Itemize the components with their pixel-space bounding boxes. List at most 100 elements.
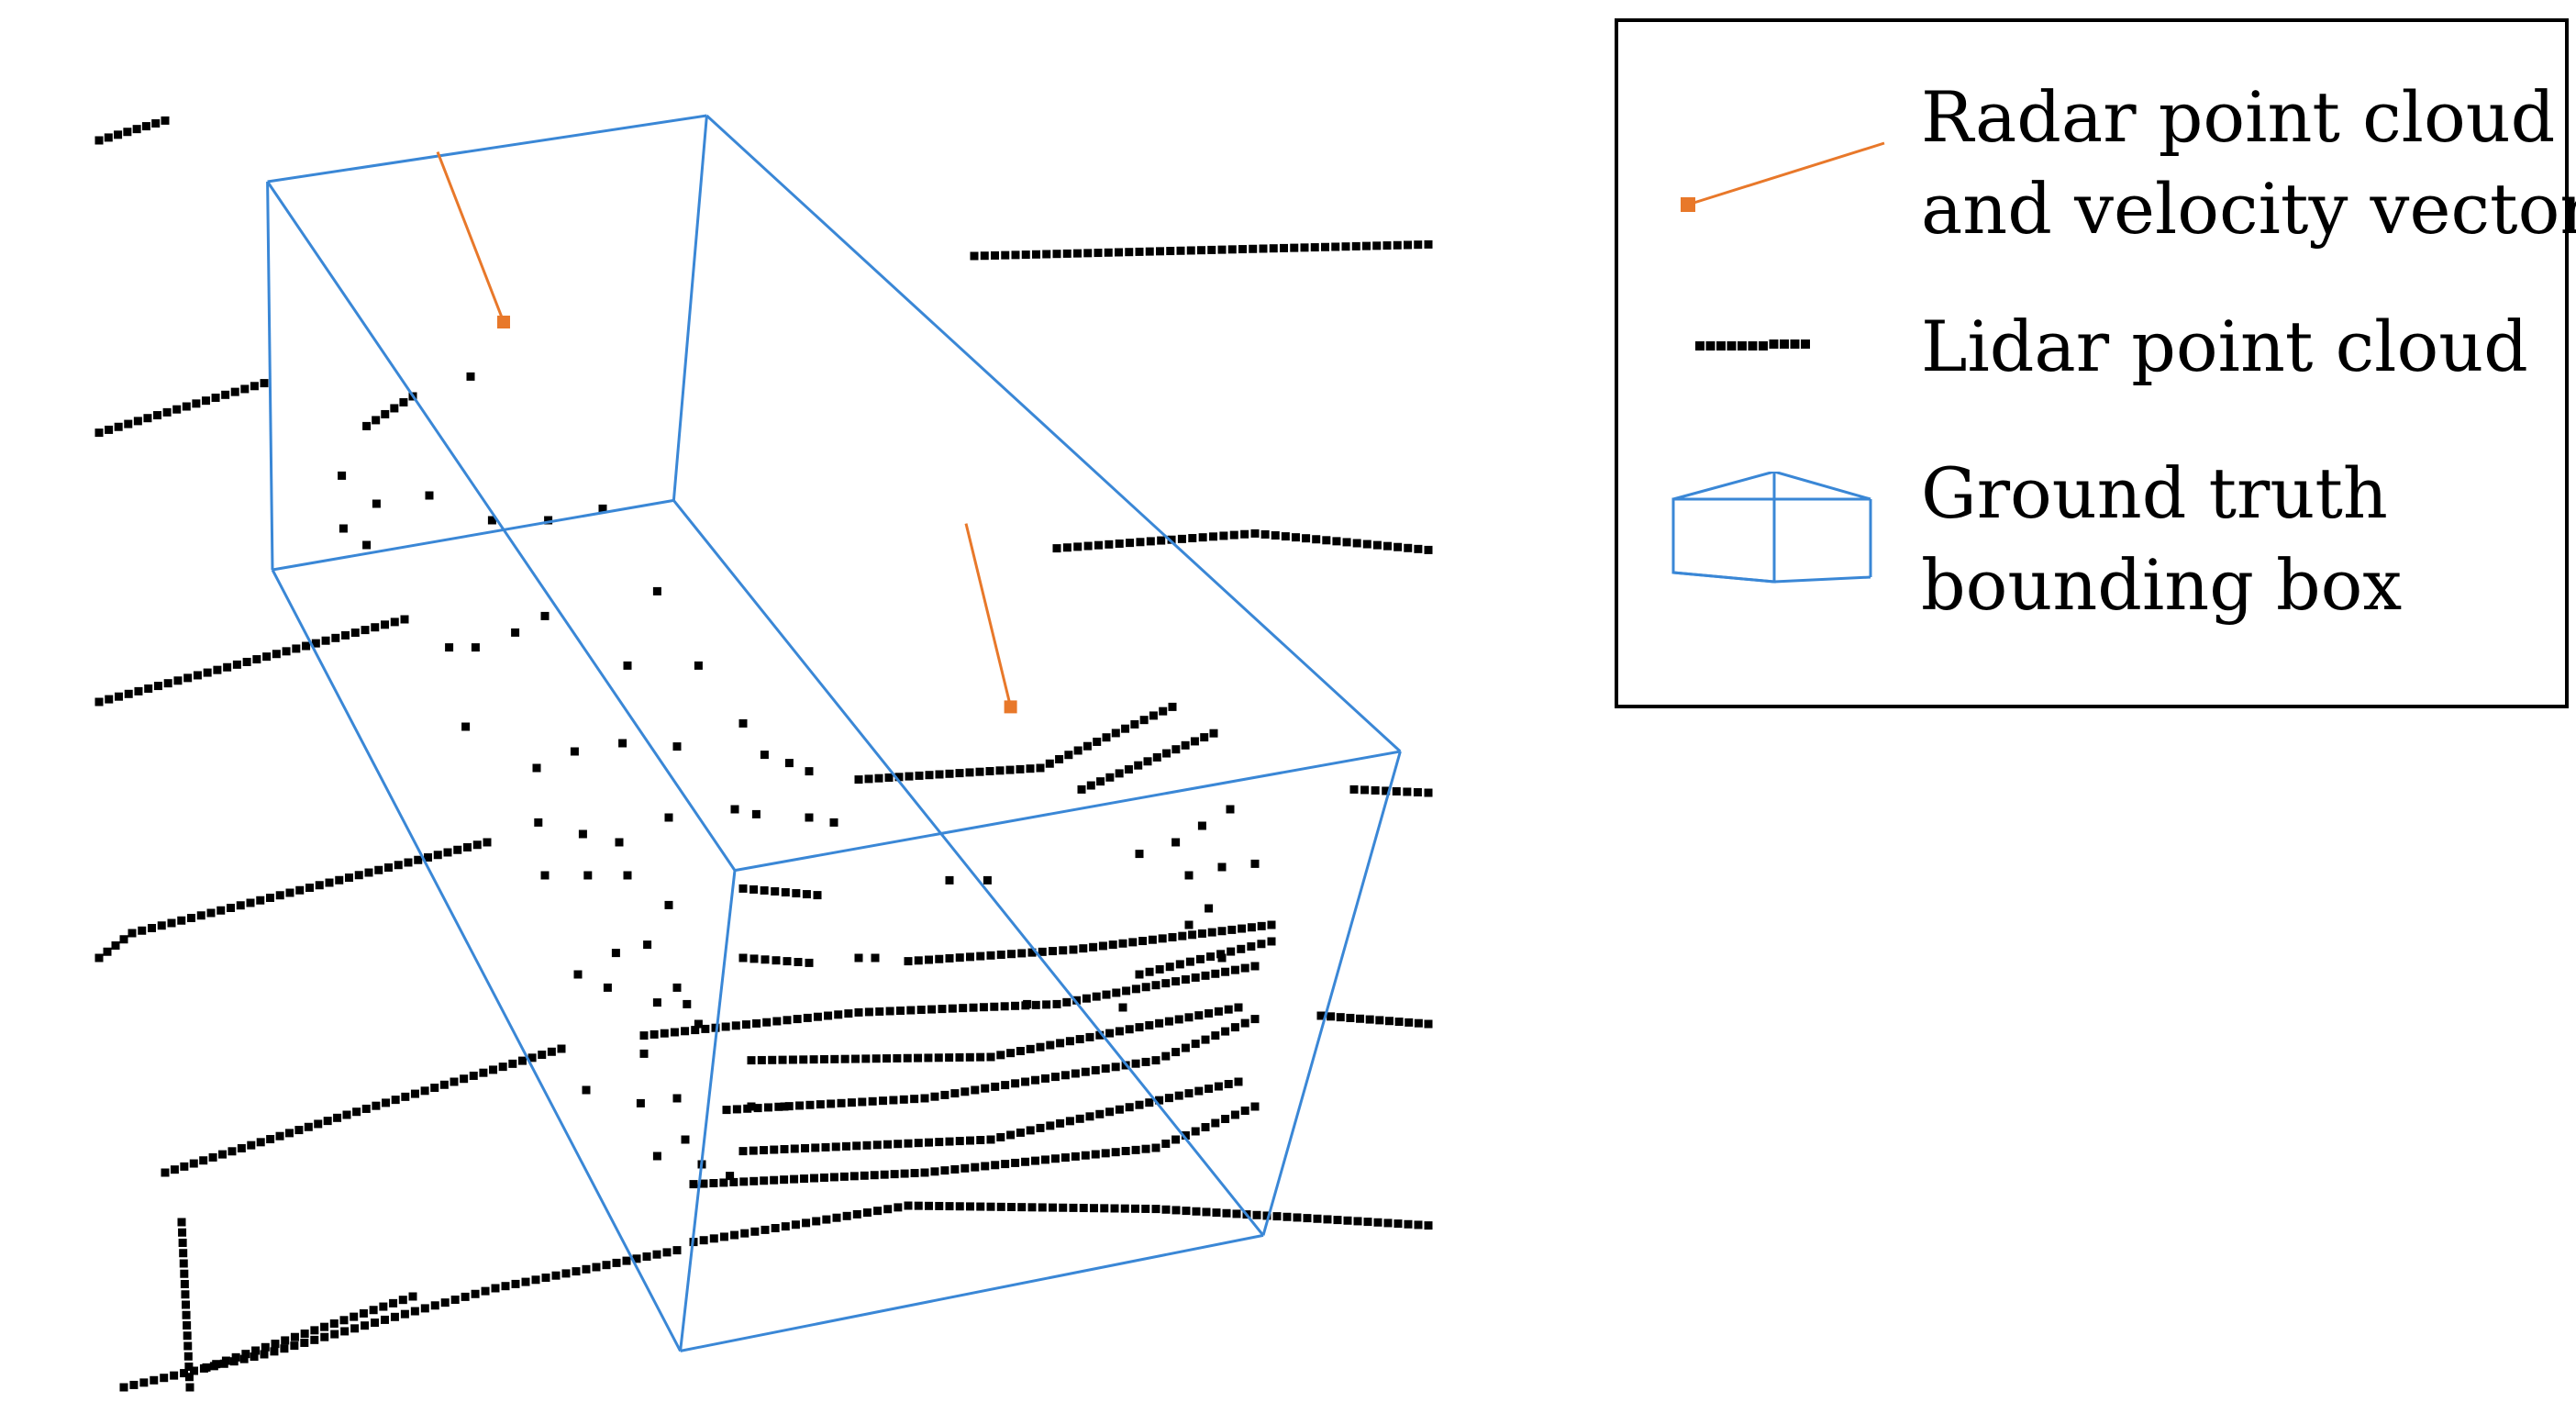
lidar-point [738, 884, 748, 893]
lidar-point [950, 1164, 960, 1174]
lidar-point [311, 639, 320, 648]
lidar-point [738, 953, 748, 962]
lidar-point [995, 766, 1005, 775]
lidar-point [1021, 1157, 1030, 1166]
lidar-point [996, 1202, 1005, 1211]
lidar-point [119, 1383, 128, 1392]
lidar-point [172, 405, 182, 414]
lidar-point [925, 955, 933, 964]
lidar-point [729, 1177, 738, 1186]
lidar-point [1360, 785, 1370, 795]
lidar-point [636, 1098, 645, 1107]
lidar-point [1174, 1091, 1183, 1100]
lidar-point [221, 1356, 230, 1365]
lidar-point [1045, 759, 1054, 768]
lidar-point [681, 1027, 690, 1036]
lidar-point [498, 1063, 507, 1072]
lidar-point [1356, 1014, 1365, 1023]
lidar-point [1007, 950, 1016, 959]
lidar-point [971, 1163, 980, 1172]
lidar-point [1250, 962, 1260, 971]
lidar-point [1111, 1148, 1120, 1157]
lidar-point [811, 1143, 820, 1152]
lidar-point [741, 1020, 750, 1029]
lidar-point [1155, 1018, 1164, 1028]
lidar-legend-point [1705, 341, 1715, 350]
lidar-point [369, 1306, 378, 1315]
lidar-point [1083, 741, 1092, 751]
lidar-point [794, 958, 803, 966]
lidar-point [834, 1010, 843, 1019]
lidar-point [1139, 716, 1149, 725]
lidar-point [466, 372, 475, 381]
lidar-point [1056, 1118, 1065, 1128]
lidar-point [364, 868, 373, 877]
lidar-point [945, 1053, 954, 1063]
lidar-point [1190, 737, 1199, 746]
lidar-point [1310, 243, 1319, 252]
lidar-point [1049, 1203, 1057, 1212]
lidar-point [380, 1315, 389, 1324]
lidar-point [228, 1147, 237, 1156]
lidar-point [873, 1207, 883, 1216]
lidar-point [481, 1286, 490, 1296]
lidar-point [132, 125, 141, 134]
lidar-point [732, 1105, 741, 1114]
lidar-point [246, 898, 255, 907]
lidar-point [282, 647, 291, 656]
lidar-point [1181, 1131, 1190, 1140]
lidar-point [275, 1131, 284, 1141]
lidar-point [180, 1369, 189, 1378]
lidar-point [740, 1229, 749, 1238]
lidar-point [837, 1098, 846, 1107]
lidar-point [339, 524, 348, 533]
lidar-point [976, 1202, 985, 1211]
lidar-point [187, 914, 195, 922]
lidar-point [813, 891, 822, 900]
lidar-point [1118, 1003, 1127, 1012]
lidar-point [1161, 979, 1171, 988]
lidar-point [94, 953, 104, 962]
lidar-point [398, 1296, 407, 1305]
lidar-point [359, 1308, 368, 1318]
lidar-point [1250, 1102, 1260, 1111]
lidar-point [1262, 1211, 1271, 1220]
lidar-point [738, 718, 748, 728]
lidar-point [1011, 250, 1020, 260]
lidar-point [1152, 752, 1161, 762]
lidar-point [920, 1094, 929, 1103]
lidar-point [1217, 953, 1227, 962]
lidar-point [285, 888, 294, 897]
lidar-point [899, 1095, 908, 1104]
lidar-point [1323, 1215, 1332, 1224]
lidar-point [1120, 1204, 1129, 1213]
lidar-point [1090, 1204, 1098, 1213]
lidar-point [904, 1139, 913, 1148]
lidar-point [217, 906, 226, 915]
lidar-legend-label: Lidar point cloud [1921, 306, 2528, 387]
lidar-point [852, 1141, 861, 1151]
lidar-point [410, 1307, 419, 1316]
bounding-box-legend-label-line1: Ground truth [1921, 452, 2388, 534]
lidar-point [354, 871, 363, 880]
lidar-point [1141, 1057, 1150, 1066]
lidar-point [955, 953, 964, 962]
lidar-point [1209, 729, 1218, 738]
lidar-point [570, 747, 579, 756]
lidar-point [1001, 1081, 1010, 1090]
lidar-point [1194, 1086, 1204, 1096]
lidar-point [889, 1096, 898, 1105]
lidar-point [1115, 769, 1124, 778]
lidar-point [361, 1321, 370, 1330]
lidar-point [170, 1371, 179, 1380]
lidar-point [965, 1052, 974, 1062]
lidar-point [842, 1141, 850, 1151]
lidar-point [372, 499, 381, 508]
lidar-point [975, 767, 984, 776]
lidar-point [839, 1172, 849, 1181]
lidar-point [801, 1143, 809, 1152]
lidar-point [868, 1096, 877, 1106]
lidar-point [1104, 248, 1113, 257]
lidar-point [521, 1277, 530, 1286]
lidar-point [966, 952, 974, 962]
